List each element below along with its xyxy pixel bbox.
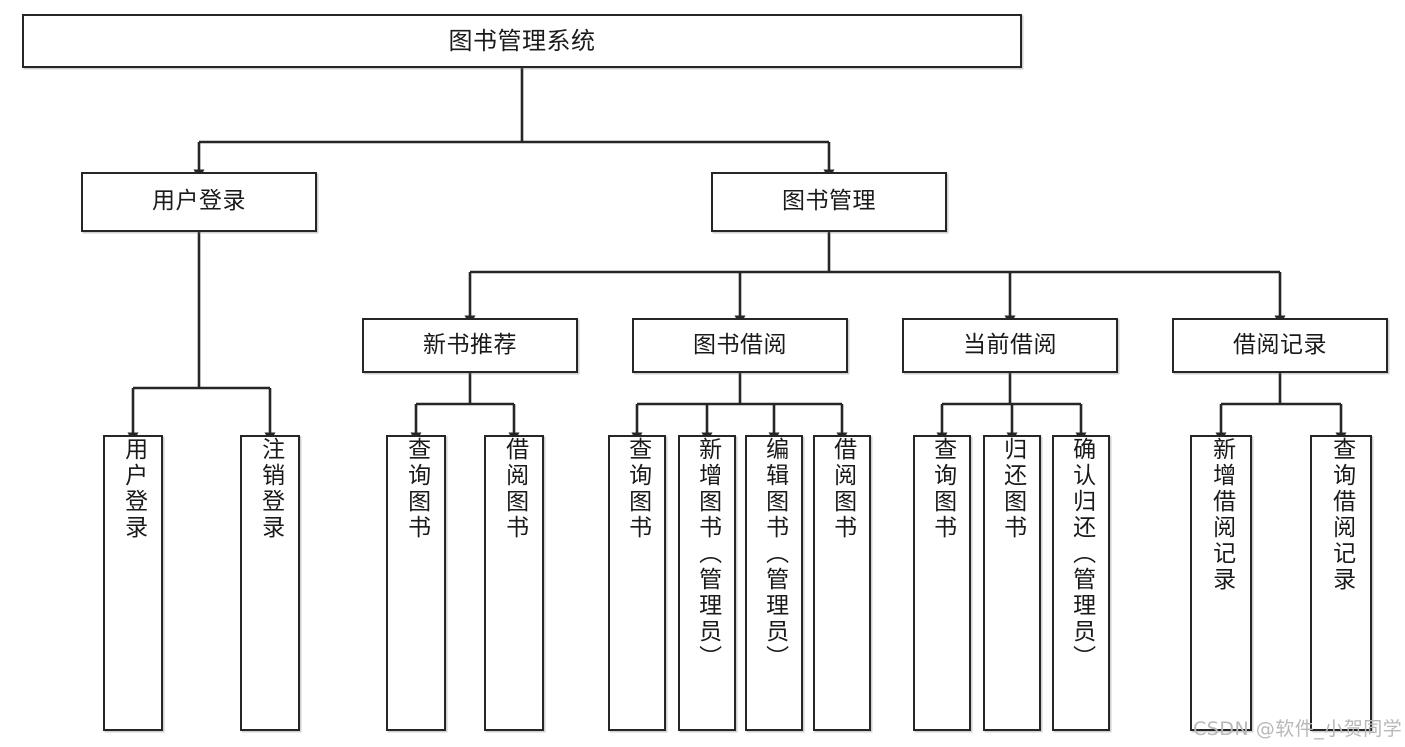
node-label: 查询图书	[624, 437, 651, 541]
node-leaf-return-book[interactable]: 归还图书	[983, 435, 1041, 731]
node-leaf-user-login[interactable]: 用户登录	[103, 435, 163, 731]
node-label: 查询图书	[403, 437, 430, 541]
node-label: 编辑图书（管理员）	[761, 437, 788, 671]
node-leaf-add-record[interactable]: 新增借阅记录	[1190, 435, 1252, 731]
node-leaf-borrow-book-bor[interactable]: 借阅图书	[813, 435, 871, 731]
node-leaf-borrow-book-rec[interactable]: 借阅图书	[484, 435, 544, 731]
node-book-borrow[interactable]: 图书借阅	[632, 318, 848, 373]
node-leaf-logout[interactable]: 注销登录	[240, 435, 300, 731]
node-leaf-query-book-bor[interactable]: 查询图书	[608, 435, 666, 731]
node-leaf-query-record[interactable]: 查询借阅记录	[1310, 435, 1372, 731]
node-label: 注销登录	[257, 437, 284, 541]
node-label: 归还图书	[999, 437, 1026, 541]
node-leaf-confirm-return[interactable]: 确认归还（管理员）	[1052, 435, 1110, 731]
node-label: 用户登录	[120, 437, 147, 541]
node-label: 查询借阅记录	[1328, 437, 1355, 593]
node-label: 确认归还（管理员）	[1068, 437, 1095, 671]
node-label: 当前借阅	[963, 331, 1057, 358]
node-leaf-edit-book[interactable]: 编辑图书（管理员）	[745, 435, 803, 731]
node-new-book-rec[interactable]: 新书推荐	[362, 318, 578, 373]
node-label: 图书管理系统	[448, 26, 596, 55]
node-user-login[interactable]: 用户登录	[81, 172, 317, 232]
node-label: 借阅记录	[1233, 331, 1327, 358]
node-label: 新书推荐	[423, 331, 517, 358]
node-leaf-query-book-cur[interactable]: 查询图书	[913, 435, 971, 731]
node-label: 查询图书	[929, 437, 956, 541]
node-label: 借阅图书	[829, 437, 856, 541]
node-borrow-record[interactable]: 借阅记录	[1172, 318, 1388, 373]
csdn-watermark: CSDN @软件_小贺同学	[1193, 718, 1403, 740]
node-book-manage[interactable]: 图书管理	[711, 172, 947, 232]
node-label: 图书借阅	[693, 331, 787, 358]
node-label: 新增借阅记录	[1208, 437, 1235, 593]
node-label: 新增图书（管理员）	[694, 437, 721, 671]
node-leaf-add-book[interactable]: 新增图书（管理员）	[678, 435, 736, 731]
node-root[interactable]: 图书管理系统	[22, 14, 1022, 68]
node-label: 借阅图书	[501, 437, 528, 541]
node-current-borrow[interactable]: 当前借阅	[902, 318, 1118, 373]
node-label: 图书管理	[782, 188, 876, 215]
node-leaf-query-book-rec[interactable]: 查询图书	[386, 435, 446, 731]
node-label: 用户登录	[152, 188, 246, 215]
